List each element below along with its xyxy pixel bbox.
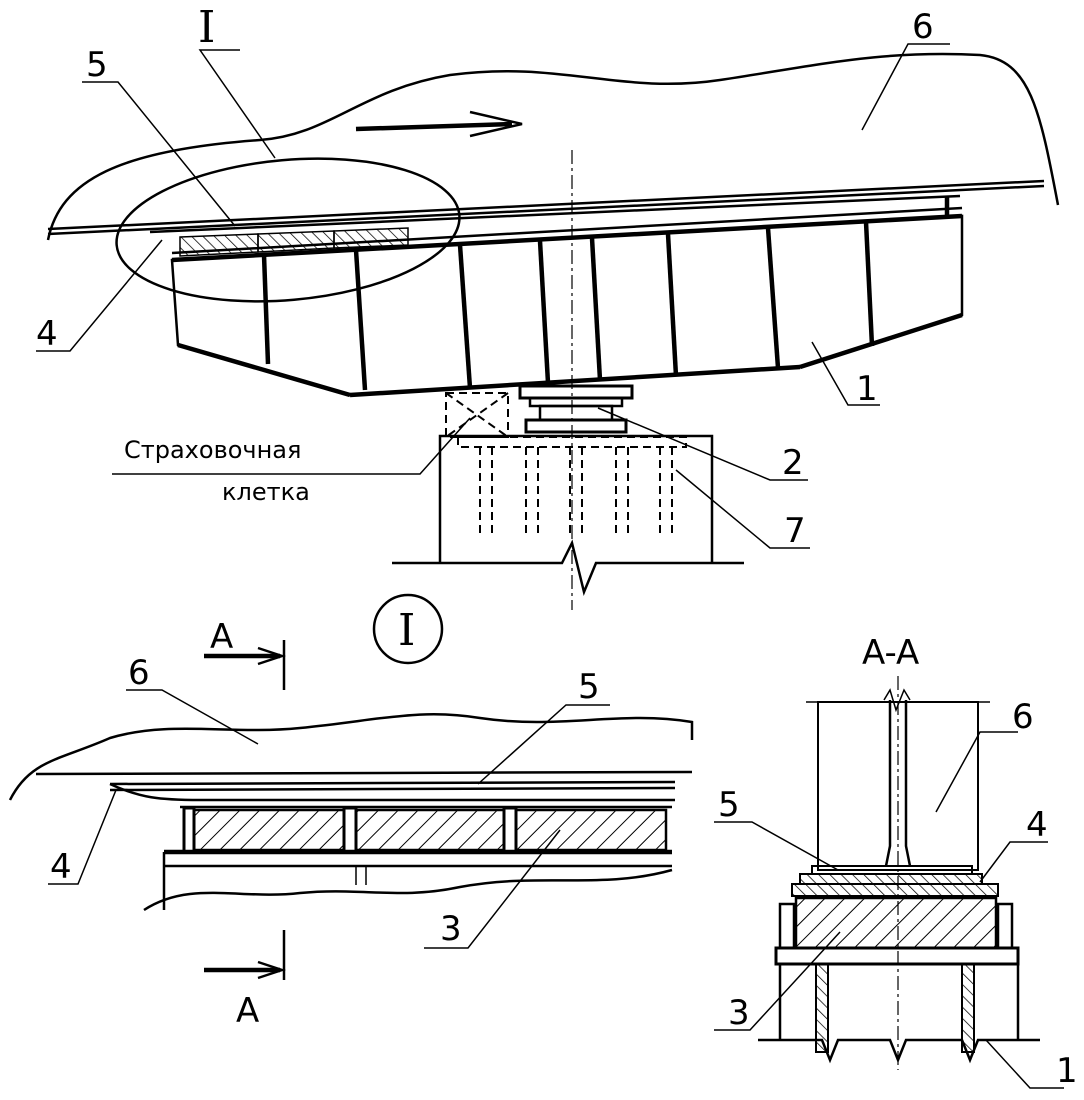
detail-I-marker <box>372 593 444 665</box>
girder-stiffeners <box>261 221 875 391</box>
label-1-section: 1 <box>1056 1051 1078 1091</box>
label-5-top: 5 <box>86 45 108 85</box>
direction-arrow <box>355 121 513 132</box>
detail-I-view <box>8 640 694 980</box>
load-object-6-detail <box>8 712 694 801</box>
direction-arrow-head <box>469 110 523 138</box>
label-5-section: 5 <box>718 785 740 825</box>
skid-block-3-section <box>794 896 998 950</box>
label-5-detail: 5 <box>578 667 600 707</box>
plate-4-detail <box>109 782 675 802</box>
leader-lines <box>36 43 950 549</box>
section-letter-A-bottom: A <box>236 991 259 1031</box>
skid-block-1-detail <box>192 808 346 852</box>
plate-4-section <box>799 873 983 885</box>
load-object-6-outline <box>46 52 1060 241</box>
label-roman-I-top: I <box>198 2 215 53</box>
bearing-2 <box>518 384 634 434</box>
plate-5-detail <box>109 780 676 786</box>
pier-7 <box>392 434 744 597</box>
note-safety-crib-line1: Страховочная <box>124 436 301 464</box>
label-4-section: 4 <box>1026 805 1048 845</box>
label-6-detail: 6 <box>128 653 150 693</box>
label-4-detail: 4 <box>50 847 72 887</box>
section-A-A-view <box>714 676 1064 1089</box>
detail-I-ellipse <box>115 157 461 303</box>
elevation-view <box>36 43 1060 610</box>
skid-block-2-detail <box>354 808 506 852</box>
label-2-top: 2 <box>782 443 804 483</box>
skid-blocks <box>179 227 409 257</box>
plate-4 <box>149 194 961 234</box>
plate-5-top <box>47 179 1045 231</box>
label-3-detail: 3 <box>440 909 462 949</box>
safety-crib <box>445 392 509 438</box>
label-3-section: 3 <box>728 993 750 1033</box>
girder-flange-section <box>774 946 1020 966</box>
label-1-top: 1 <box>856 369 878 409</box>
note-safety-crib-line2: клетка <box>222 478 310 506</box>
label-roman-I-detail: I <box>398 605 415 656</box>
plate-5-bottom <box>47 184 1045 236</box>
label-6-section: 6 <box>1012 697 1034 737</box>
label-6-top: 6 <box>912 7 934 47</box>
label-7-top: 7 <box>784 511 806 551</box>
section-title-A-A: A-A <box>862 633 919 673</box>
section-letter-A-top: A <box>210 617 233 657</box>
skid-block-3-detail <box>514 808 668 852</box>
label-4-top: 4 <box>36 314 58 354</box>
